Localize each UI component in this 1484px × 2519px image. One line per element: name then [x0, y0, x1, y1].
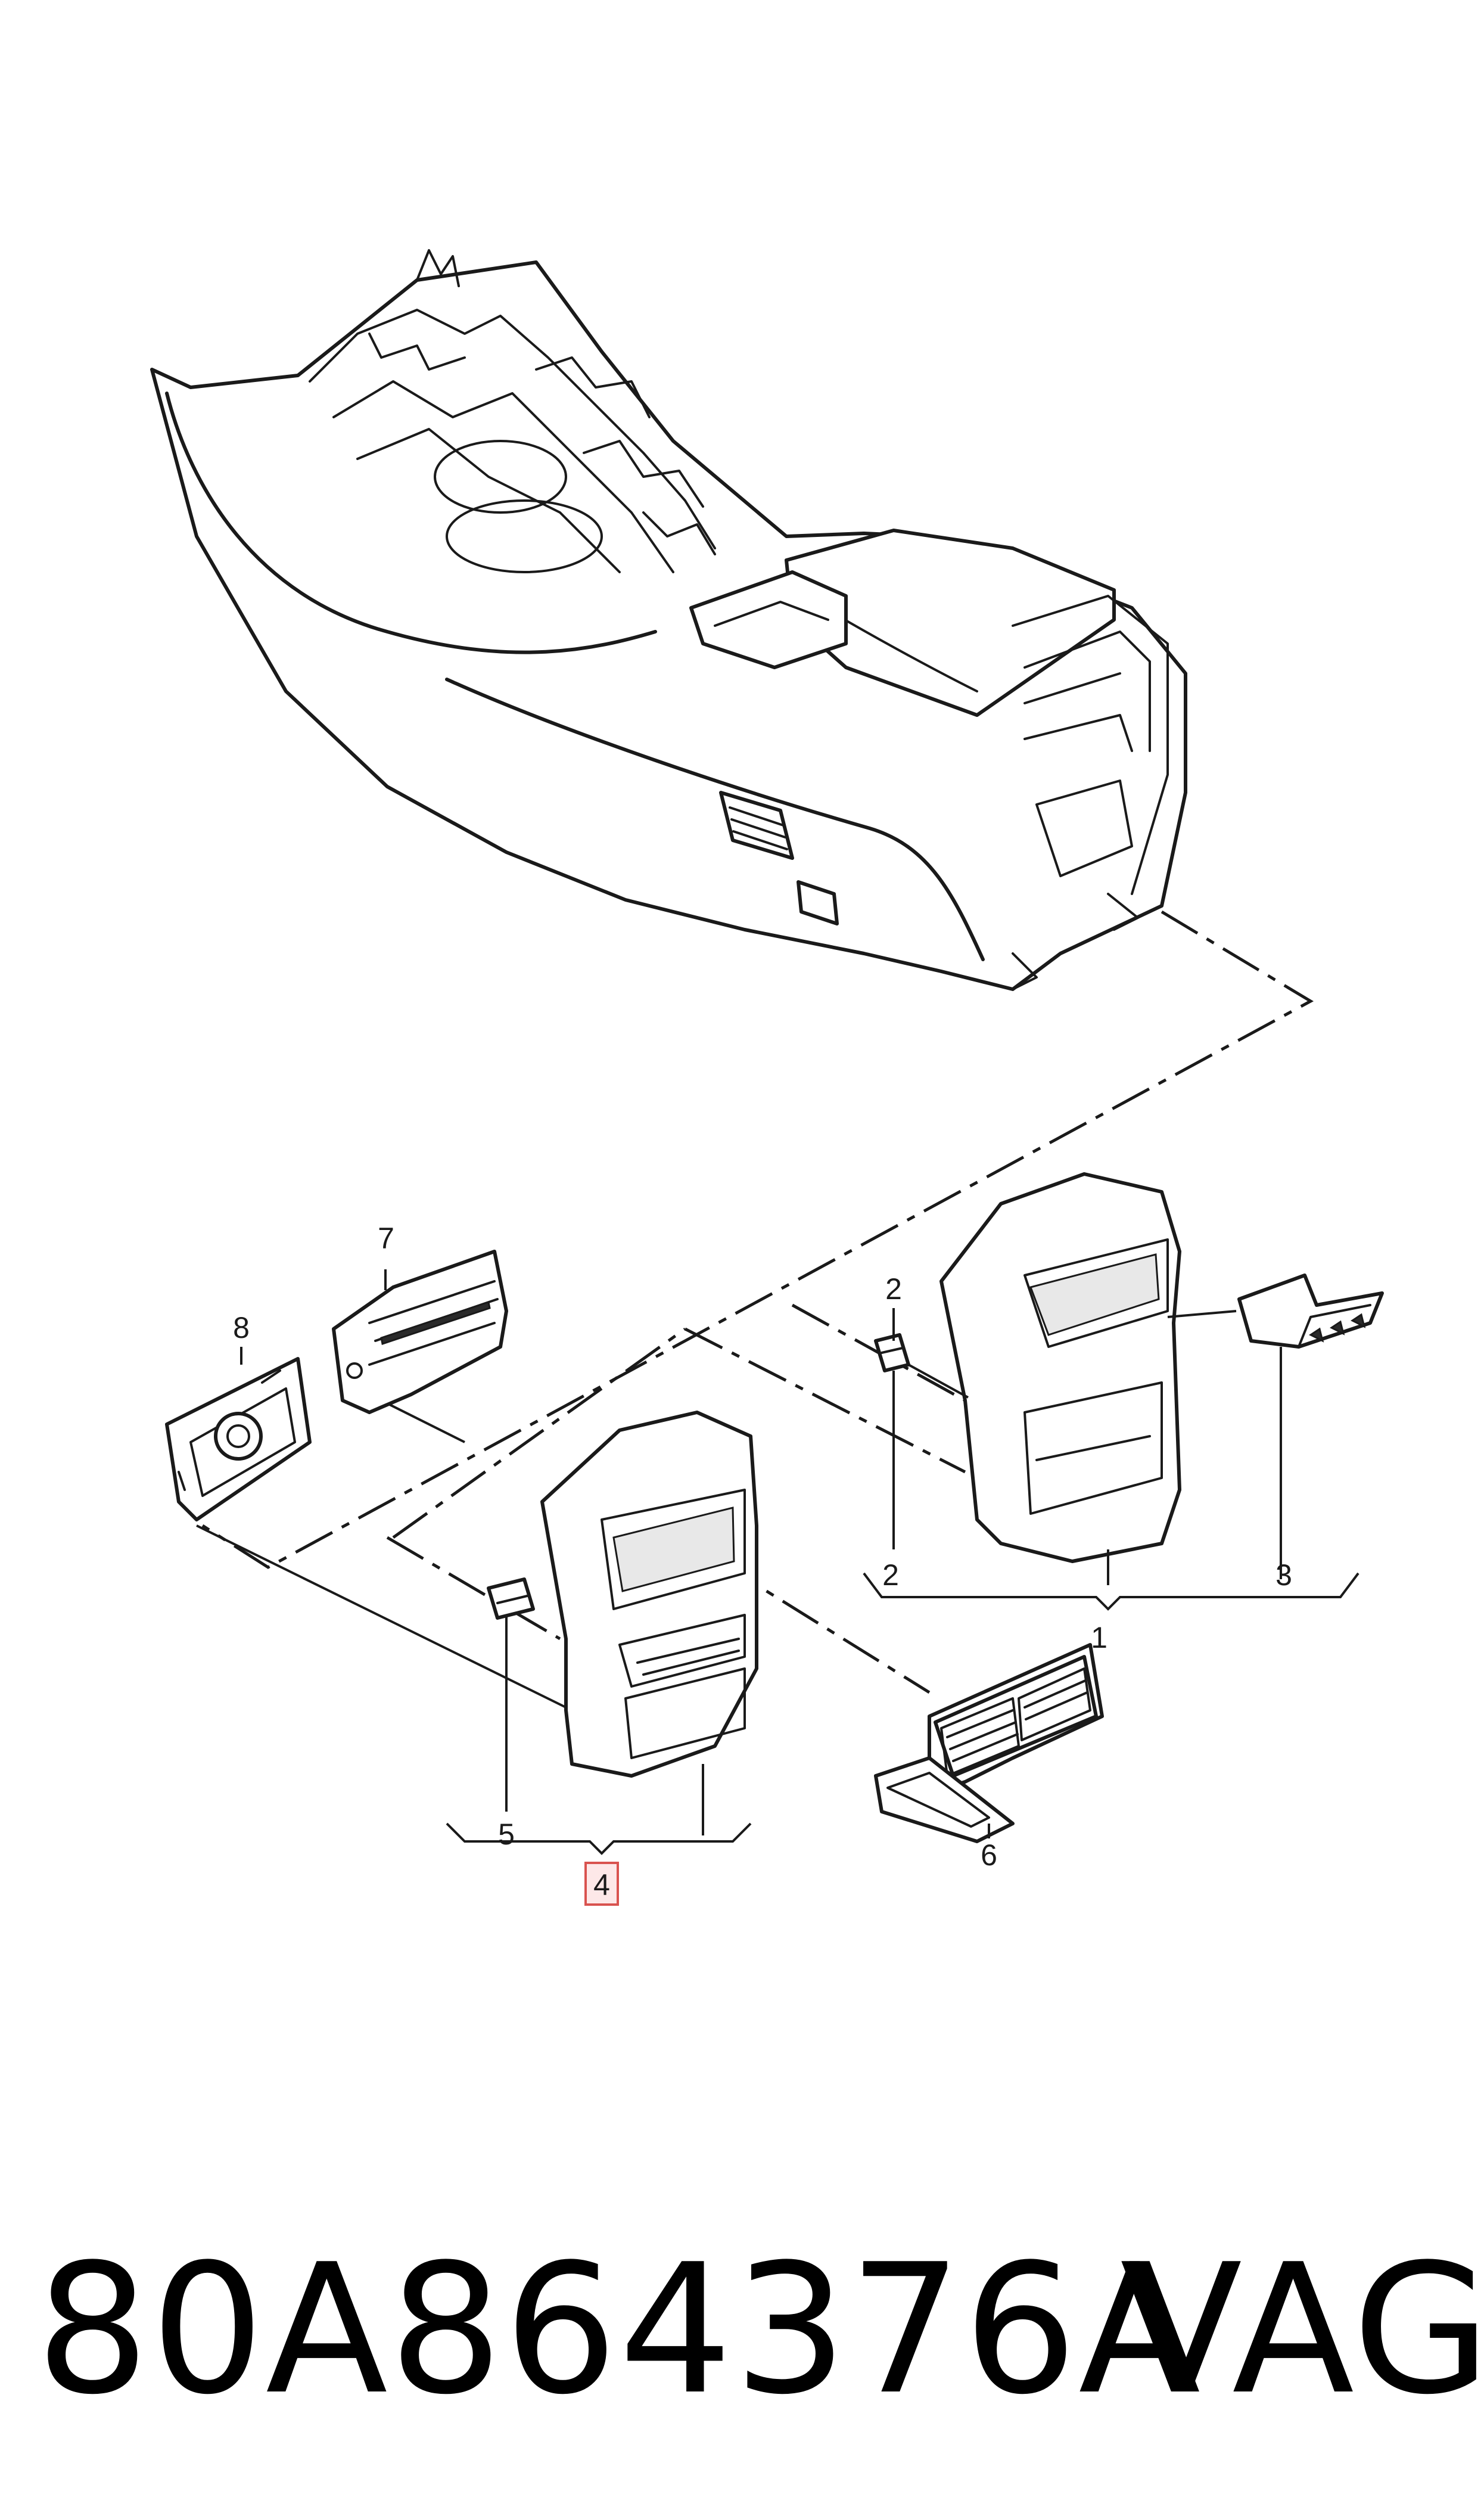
- callout-6: 6: [981, 1838, 997, 1872]
- part-number-caption: 80A864376A: [36, 2226, 1202, 2434]
- callout-8: 8: [233, 1311, 250, 1344]
- callout-4-highlight-box: [584, 1862, 619, 1906]
- part-1-rear-trim-panel: [939, 1172, 1181, 1563]
- part-4-rear-trim-panel: [540, 1411, 758, 1778]
- part-8-switch-panel: [165, 1357, 312, 1521]
- callouts: 1 2 2 3 4 5 6 7 8: [233, 1222, 1292, 1906]
- callout-7: 7: [378, 1222, 394, 1255]
- part-2-clip: [874, 1333, 910, 1372]
- brand-caption: VAG: [1120, 2226, 1484, 2434]
- part-7-storage-box: [332, 1250, 508, 1414]
- callout-1: 1: [1091, 1621, 1107, 1654]
- part-3-tray-insert: [1237, 1274, 1384, 1349]
- center-console-assembly: [150, 249, 1187, 991]
- callout-3: 3: [1275, 1558, 1292, 1592]
- callout-5: 5: [498, 1818, 515, 1851]
- part-5-clip: [487, 1577, 535, 1620]
- callout-2-top: 2: [885, 1272, 902, 1306]
- part-6-air-vent: [874, 1643, 1104, 1843]
- callout-2-bottom: 2: [882, 1558, 899, 1592]
- leader-lines: [240, 1269, 1359, 1855]
- callout-4: 4: [593, 1868, 610, 1902]
